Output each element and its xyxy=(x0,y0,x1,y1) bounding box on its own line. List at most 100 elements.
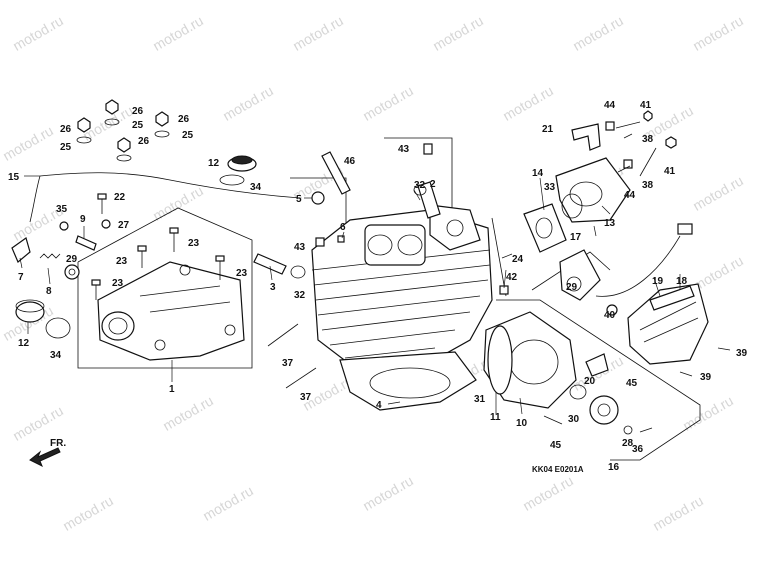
callout-7: 7 xyxy=(18,272,24,283)
callout-12b: 12 xyxy=(208,158,220,169)
callout-13: 13 xyxy=(604,218,616,229)
bracket-nut xyxy=(643,110,653,122)
callout-18: 18 xyxy=(676,276,688,287)
callout-35: 35 xyxy=(56,204,68,215)
head-gasket xyxy=(339,351,477,411)
callout-14: 14 xyxy=(532,168,544,179)
valve-guide-group-box xyxy=(384,137,453,212)
callout-26b: 26 xyxy=(60,124,72,135)
callout-43b: 43 xyxy=(294,242,306,253)
callout-26c: 26 xyxy=(178,114,190,125)
decompression-lever xyxy=(11,237,31,263)
callout-26a: 26 xyxy=(132,106,144,117)
pulse-generator xyxy=(559,249,601,301)
callout-17: 17 xyxy=(570,232,582,243)
callout-28: 28 xyxy=(622,438,634,449)
callout-6: 6 xyxy=(340,222,346,233)
centrifugal-unit xyxy=(589,395,619,425)
callout-25a: 25 xyxy=(132,120,144,131)
manifold-bolt-head xyxy=(623,159,633,169)
callout-1: 1 xyxy=(169,384,175,395)
side-cover-rib xyxy=(639,301,697,331)
callout-45b: 45 xyxy=(550,440,562,451)
callout-25c: 25 xyxy=(182,130,194,141)
case-bolt xyxy=(543,415,563,425)
cam-cover-group-box xyxy=(496,299,701,461)
pin-bolt xyxy=(639,427,653,433)
cam-case-gasket xyxy=(487,325,513,395)
spark-plug-group-box xyxy=(290,177,347,232)
inspection-o-ring xyxy=(219,174,245,186)
front-label: FR. xyxy=(50,438,66,449)
callout-38a: 38 xyxy=(642,134,654,145)
callout-44a: 44 xyxy=(604,100,616,111)
cam-lever xyxy=(585,353,609,377)
tensioner-plug xyxy=(253,253,287,275)
callout-42: 42 xyxy=(506,272,518,283)
front-direction-arrow: FR. xyxy=(29,438,66,468)
intake-manifold xyxy=(555,157,631,223)
callout-23a: 23 xyxy=(188,238,200,249)
callout-36: 36 xyxy=(632,444,644,455)
callout-31: 31 xyxy=(474,394,486,405)
side-cover-rib xyxy=(643,317,699,343)
callout-3: 3 xyxy=(270,282,276,293)
callout-32b: 32 xyxy=(414,180,426,191)
callout-44b: 44 xyxy=(624,190,636,201)
spark-plug xyxy=(321,151,351,195)
callout-38b: 38 xyxy=(642,180,654,191)
long-stud xyxy=(491,217,507,297)
callout-46: 46 xyxy=(344,156,356,167)
callout-12a: 12 xyxy=(18,338,30,349)
callout-37a: 37 xyxy=(282,358,294,369)
pulse-generator-rotor xyxy=(566,276,582,292)
callout-43a: 43 xyxy=(398,144,410,155)
callout-19: 19 xyxy=(652,276,664,287)
callout-39a: 39 xyxy=(736,348,748,359)
bolt-set xyxy=(91,193,317,389)
callout-41b: 41 xyxy=(664,166,676,177)
callout-45a: 45 xyxy=(626,378,638,389)
lock-nut xyxy=(606,304,618,316)
callout-21: 21 xyxy=(542,124,554,135)
callout-20: 20 xyxy=(584,376,596,387)
callout-39b: 39 xyxy=(700,372,712,383)
callout-29b: 29 xyxy=(566,282,578,293)
tensioner-ring xyxy=(290,265,306,279)
o-ring xyxy=(45,317,71,339)
gasket-bore xyxy=(369,367,451,399)
callout-23b: 23 xyxy=(116,256,128,267)
guide-pin xyxy=(315,237,325,247)
callout-4: 4 xyxy=(376,400,382,411)
callout-23d: 23 xyxy=(112,278,124,289)
inspection-cap-top xyxy=(231,155,253,165)
cover-screw xyxy=(679,371,693,377)
callout-15: 15 xyxy=(8,172,20,183)
head-cover-group-box xyxy=(77,207,253,369)
cover-screw xyxy=(717,347,731,351)
bracket-bolt-head xyxy=(605,121,615,131)
callout-30: 30 xyxy=(568,414,580,425)
callout-8: 8 xyxy=(46,286,52,297)
small-bolt xyxy=(59,221,69,231)
manifold-o-ring xyxy=(561,193,583,219)
callout-labels: 1 2 3 4 5 6 7 8 9 10 11 12 12 13 14 15 1… xyxy=(8,100,748,473)
shaft-seal xyxy=(64,264,80,280)
shaft-washer xyxy=(569,384,587,400)
callout-32a: 32 xyxy=(294,290,306,301)
manifold-stud xyxy=(639,147,657,177)
lever-spring xyxy=(39,253,61,259)
callout-29a: 29 xyxy=(66,254,78,265)
callout-24: 24 xyxy=(512,254,524,265)
nut-washer-set xyxy=(76,99,170,162)
callout-22: 22 xyxy=(114,192,126,203)
callout-27: 27 xyxy=(118,220,130,231)
cover-gasket xyxy=(649,285,695,311)
callout-23c: 23 xyxy=(236,268,248,279)
sensor-wire xyxy=(595,235,681,297)
callout-9: 9 xyxy=(80,214,86,225)
insulator xyxy=(523,203,567,253)
callout-10: 10 xyxy=(516,418,528,429)
diagram-code: KK04 E0201A xyxy=(532,465,584,474)
